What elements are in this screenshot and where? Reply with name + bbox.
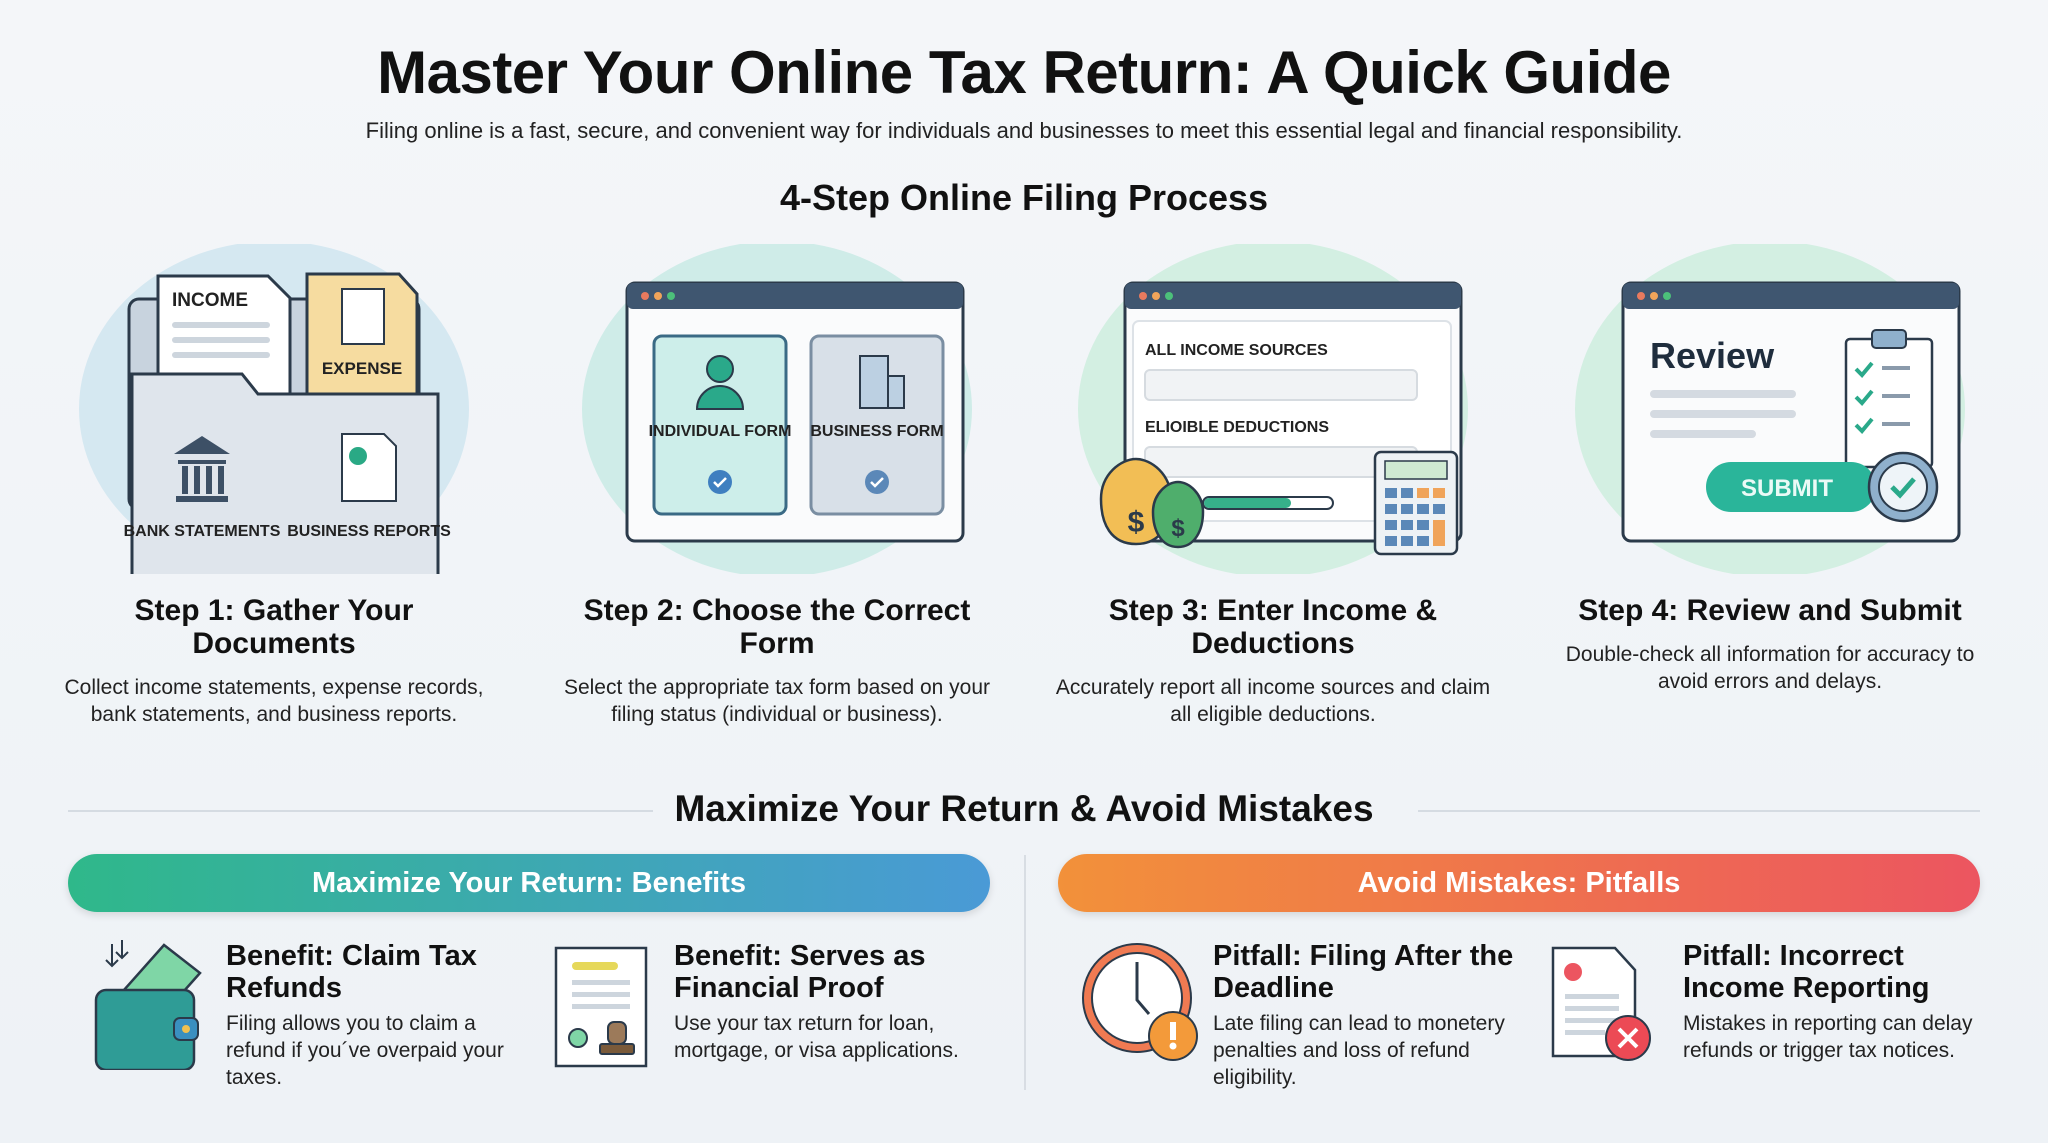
benefit-1-title: Benefit: Claim Tax Refunds xyxy=(226,940,477,1004)
svg-text:$: $ xyxy=(1171,515,1185,542)
pitfall-1-title: Pitfall: Filing After the Deadline xyxy=(1213,940,1514,1004)
individual-form-label: INDIVIDUAL FORM xyxy=(649,423,792,440)
benefit-2-description: Use your tax return for loan, mortgage, … xyxy=(674,1012,959,1062)
step-3: ALL INCOME SOURCES ELIOIBLE DEDUCTIONS $… xyxy=(1053,244,1493,728)
income-deductions-window-icon: ALL INCOME SOURCES ELIOIBLE DEDUCTIONS $… xyxy=(1078,244,1468,574)
business-reports-label: BUSINESS REPORTS xyxy=(287,523,451,540)
step-4: Review SUBMIT Step 4: Review and Submit … xyxy=(1550,244,1990,695)
pitfall-1-description: Late filing can lead to monetery penalti… xyxy=(1213,1012,1505,1089)
submit-label: SUBMIT xyxy=(1741,475,1833,502)
svg-text:BUSINESS REPORTS: BUSINESS REPORTS xyxy=(287,523,451,540)
progress-bar-fill xyxy=(1204,498,1292,508)
documents-folder-icon: INCOME EXPENSE BANK STATEMENTS BUSINESS … xyxy=(79,244,469,574)
benefits-banner: Maximize Your Return: Benefits xyxy=(68,854,990,912)
step-1-description: Collect income statements, expense recor… xyxy=(64,676,484,726)
svg-text:BANK STATEMENTS: BANK STATEMENTS xyxy=(124,523,281,540)
review-label: Review xyxy=(1650,335,1775,376)
step-4-description: Double-check all information for accurac… xyxy=(1565,643,1975,693)
section-divider xyxy=(1024,855,1026,1090)
process-heading: 4-Step Online Filing Process xyxy=(779,177,1269,218)
step-2-title: Step 2: Choose the Correct Form xyxy=(583,594,971,660)
benefit-2-title: Benefit: Serves as Financial Proof xyxy=(674,940,926,1004)
deductions-label: ELIOIBLE DEDUCTIONS xyxy=(1145,419,1329,436)
business-form-label: BUSINESS FORM xyxy=(810,423,943,440)
document-error-icon xyxy=(1551,946,1651,1061)
step-1-title: Step 1: Gather Your Documents xyxy=(134,594,414,660)
clock-warning-icon xyxy=(1082,943,1198,1061)
bank-statements-label: BANK STATEMENTS xyxy=(124,523,281,540)
review-submit-window-icon: Review SUBMIT xyxy=(1575,244,1965,574)
form-selection-window-icon: INDIVIDUAL FORM BUSINESS FORM xyxy=(582,244,972,574)
wallet-money-icon xyxy=(94,940,202,1070)
submit-button[interactable] xyxy=(1706,462,1876,512)
certificate-stamp-icon xyxy=(554,946,648,1068)
divider-right xyxy=(1418,810,1980,812)
expense-doc-label: EXPENSE xyxy=(322,359,402,378)
step-1: INCOME EXPENSE BANK STATEMENTS BUSINESS … xyxy=(54,244,494,728)
pitfalls-banner: Avoid Mistakes: Pitfalls xyxy=(1058,854,1980,912)
step-2: INDIVIDUAL FORM BUSINESS FORM Step 2: Ch… xyxy=(557,244,997,728)
pitfall-2-title: Pitfall: Incorrect Income Reporting xyxy=(1683,940,1930,1004)
step-4-title: Step 4: Review and Submit xyxy=(1578,594,1962,627)
svg-text:$: $ xyxy=(1128,506,1145,539)
step-3-title: Step 3: Enter Income & Deductions xyxy=(1108,594,1438,660)
divider-left xyxy=(68,810,653,812)
page-title: Master Your Online Tax Return: A Quick G… xyxy=(377,39,1671,106)
benefit-1-description: Filing allows you to claim a refund if y… xyxy=(226,1012,504,1089)
tips-heading: Maximize Your Return & Avoid Mistakes xyxy=(674,788,1374,829)
income-doc-label: INCOME xyxy=(172,290,248,311)
step-2-description: Select the appropriate tax form based on… xyxy=(563,676,991,726)
page-subtitle: Filing online is a fast, secure, and con… xyxy=(365,118,1683,143)
pitfall-2-description: Mistakes in reporting can delay refunds … xyxy=(1683,1012,1973,1062)
step-3-description: Accurately report all income sources and… xyxy=(1055,676,1491,726)
income-sources-label: ALL INCOME SOURCES xyxy=(1145,342,1328,359)
